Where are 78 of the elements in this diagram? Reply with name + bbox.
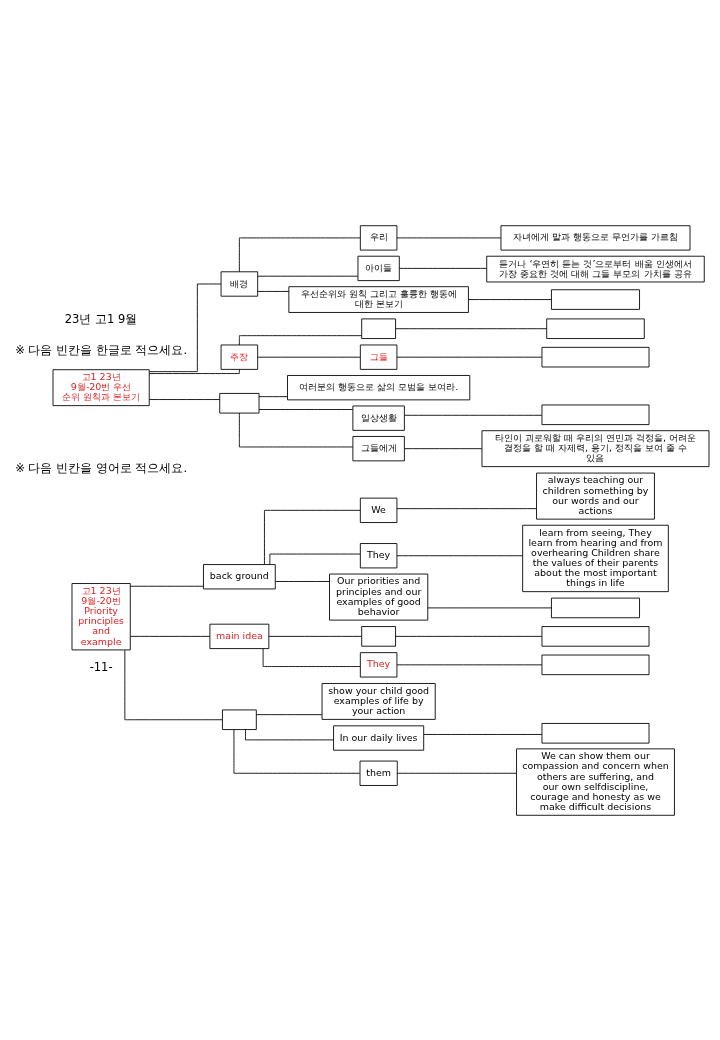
connector (395, 327, 548, 329)
connector (275, 580, 330, 582)
connector (395, 635, 543, 637)
node-box: learn from seeing, They learn from hearing and from overhearing Children share the values of their parents about the most important things in life (522, 524, 669, 592)
connector (268, 635, 363, 637)
node-box: 듣거나 ‘우연히 듣는 것’으로부터 배움 인생에서 가장 중요한 것에 대해 그들 부모의 가치를 공유 (486, 255, 705, 282)
connector (396, 236, 502, 238)
label: 23년 고1 9월 (64, 311, 138, 326)
node-box: back ground (203, 563, 276, 589)
connector (257, 275, 359, 277)
node-box (361, 317, 396, 339)
node-box: They (359, 651, 398, 677)
connector (399, 267, 488, 269)
connector (264, 509, 361, 565)
node-box: 그들에게 (352, 435, 405, 461)
node-box: 그들 (359, 344, 398, 370)
node-box (551, 597, 640, 618)
connector (258, 395, 288, 397)
connector (257, 356, 361, 358)
node-box: always teaching our children something by our words and our actions (536, 472, 655, 520)
node-box: show your child good examples of life by your action (321, 682, 436, 720)
connector (404, 414, 543, 416)
node-box: 일상생활 (352, 405, 405, 431)
node-box (222, 708, 257, 730)
connector (396, 507, 537, 509)
node-box: them (359, 760, 398, 786)
connector (396, 772, 517, 774)
connector (238, 412, 354, 447)
node-box: 배경 (220, 270, 259, 297)
label: -11- (89, 659, 113, 674)
connector (238, 334, 362, 345)
connector (262, 647, 361, 667)
node-box: In our daily lives (333, 724, 425, 751)
connector (404, 447, 483, 449)
connector (258, 408, 354, 410)
connector (130, 585, 204, 587)
connector (233, 728, 361, 774)
connector (149, 283, 222, 372)
node-box: We can show them our compassion and concern when others are suffering, and our own selfdiscipline, courage and honesty as we make difficult decisions (516, 747, 675, 816)
node-box (541, 404, 650, 425)
connector (238, 236, 361, 272)
node-box: We (359, 497, 398, 523)
node-box: 우리 (359, 224, 398, 251)
connector (396, 356, 543, 358)
connector (257, 290, 290, 292)
connector (245, 728, 334, 740)
connector (148, 368, 240, 374)
node-box: main idea (209, 623, 270, 649)
connector (427, 606, 552, 608)
node-box: 타인이 괴로워할 때 우리의 연민과 걱정을, 어려운 결정을 할 때 자제력, 용기, 정직을 보여 줄 수 있음 (481, 429, 710, 467)
node-box: 고1 23년 9월-20번 우선 순위 원칙과 본보기 (52, 368, 150, 406)
connector (148, 398, 221, 400)
node-box: They (359, 542, 398, 568)
node-box: 고1 23년 9월-20번 Priority principles and example (71, 582, 131, 650)
node-box: 우선순위와 원칙 그리고 훌륭한 행동에 대한 본보기 (288, 285, 469, 313)
node-box (541, 346, 650, 367)
node-box: 아이들 (357, 255, 400, 281)
node-box (546, 317, 645, 339)
connector (124, 649, 223, 720)
connector (396, 554, 524, 556)
node-box (541, 722, 650, 744)
label: ※ 다음 빈칸을 한글로 적으세요. (15, 342, 188, 357)
node-box: 자녀에게 말과 행동으로 무언가를 가르침 (500, 224, 691, 251)
node-box: 주장 (220, 344, 259, 370)
node-box (361, 625, 396, 647)
connector (468, 298, 552, 300)
connector (269, 553, 361, 565)
label: ※ 다음 빈칸을 영어로 적으세요. (15, 460, 188, 475)
node-box (219, 392, 260, 414)
node-box (551, 288, 640, 310)
node-box (541, 625, 650, 647)
connector (423, 733, 543, 735)
connector (396, 663, 543, 665)
connector (130, 635, 211, 637)
node-box (541, 654, 650, 675)
connector (256, 713, 323, 715)
node-box: 여러분의 행동으로 삶의 모범을 보여라. (287, 374, 471, 400)
node-box: Our priorities and principles and our examples of good behavior (329, 573, 429, 621)
